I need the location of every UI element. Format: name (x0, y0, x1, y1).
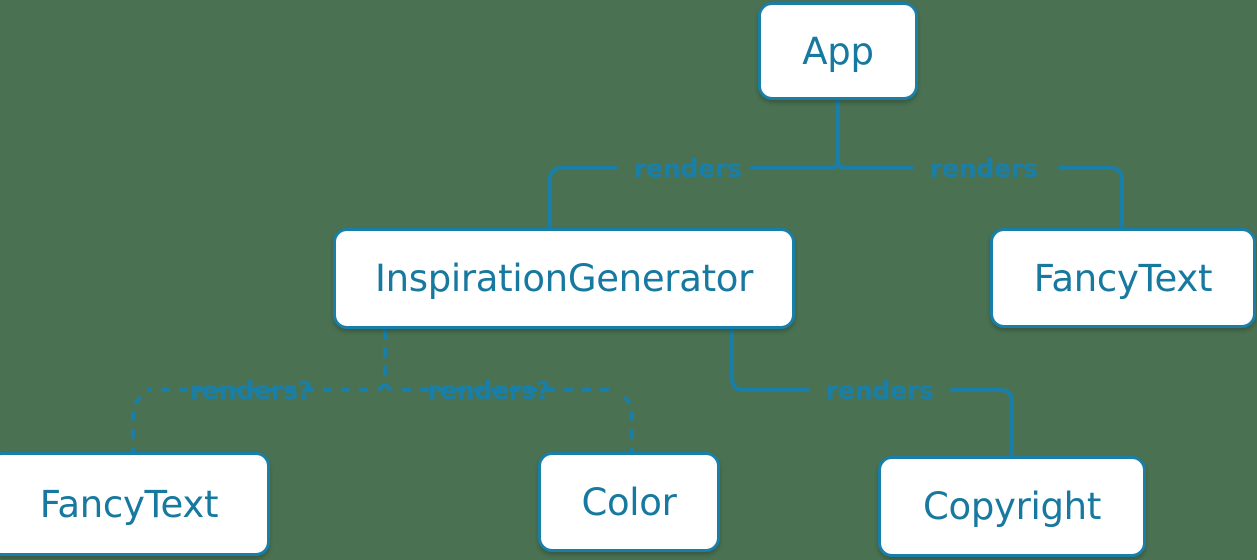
node-color-label: Color (581, 480, 677, 524)
edge-label-ig-color: renders? (428, 376, 551, 405)
node-app-label: App (802, 29, 874, 73)
edge-ig-dashed-junction-right (383, 382, 398, 397)
edge-label-app-inspiration: renders (634, 154, 742, 183)
edge-app-fancytext-right (1058, 166, 1124, 230)
edge-ig-fancytext-drop (131, 395, 143, 452)
node-fancytext-left-label: FancyText (39, 482, 219, 526)
edge-ig-copyright-stem (730, 327, 810, 392)
node-fancytext-left[interactable]: FancyText (0, 452, 270, 556)
node-app[interactable]: App (758, 2, 918, 100)
edge-label-ig-copyright: renders (826, 376, 934, 405)
edge-ig-copyright-arm (950, 388, 1014, 458)
edge-ig-color-drop (622, 395, 634, 452)
node-color[interactable]: Color (538, 452, 720, 552)
edge-ig-dashed-junction-left (372, 382, 387, 397)
edge-label-ig-fancytext: renders? (190, 376, 313, 405)
node-fancytext-right[interactable]: FancyText (990, 228, 1256, 328)
node-fancytext-right-label: FancyText (1033, 256, 1213, 300)
edge-label-app-fancytext: renders (930, 154, 1038, 183)
edge-app-trunk (836, 98, 848, 170)
node-inspiration-generator[interactable]: InspirationGenerator (333, 228, 795, 329)
edge-app-inspiration-right (548, 166, 618, 230)
node-copyright[interactable]: Copyright (878, 456, 1146, 557)
node-inspiration-generator-label: InspirationGenerator (374, 257, 754, 300)
node-copyright-label: Copyright (922, 485, 1102, 528)
